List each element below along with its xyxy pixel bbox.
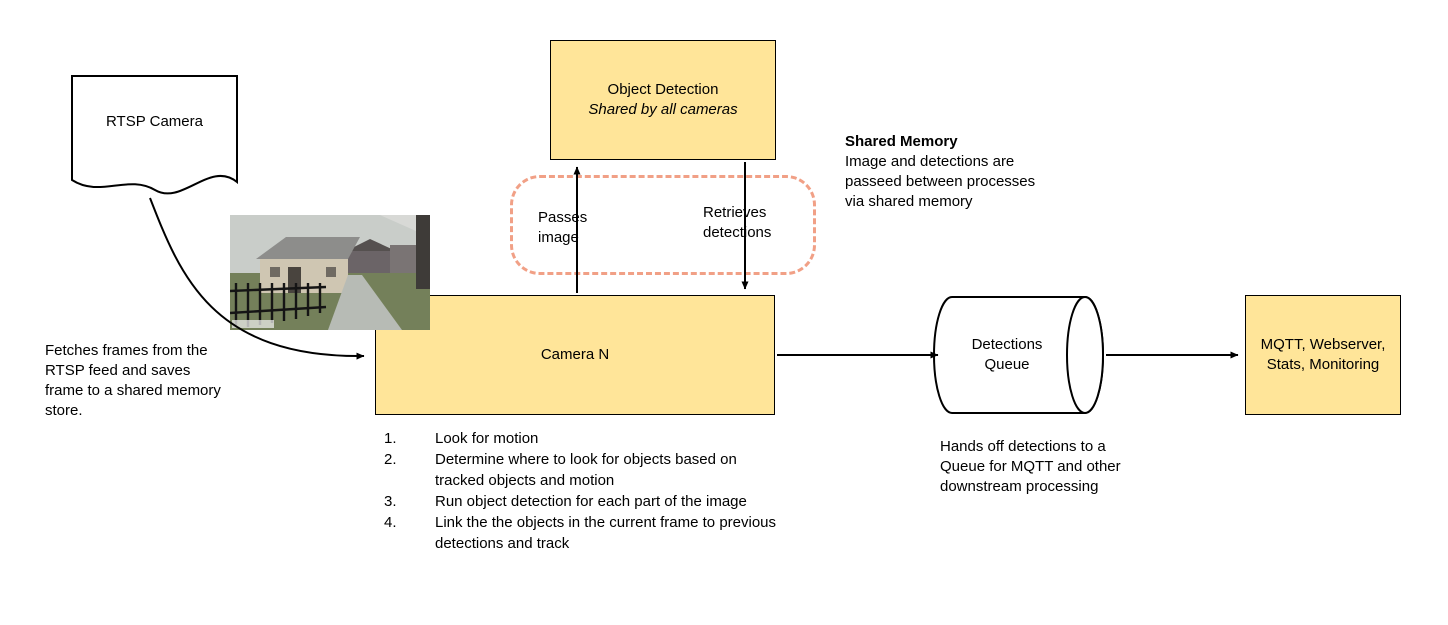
camera-step: Run object detection for each part of th… (384, 491, 747, 512)
detections-queue-label: Detections Queue (971, 336, 1043, 373)
camera-n-box: Camera N (375, 295, 775, 415)
object-detection-box: Object Detection Shared by all cameras (550, 40, 776, 160)
shared-memory-dashed-region (510, 175, 816, 275)
photo-background-house-2 (390, 245, 420, 275)
outputs-box: MQTT, Webserver, Stats, Monitoring (1245, 295, 1401, 415)
passes-image-label: Passes image (538, 209, 588, 246)
photo-porch-column (416, 215, 430, 289)
shared-memory-note-title: Shared Memory (845, 133, 958, 150)
fetch-frames-note: Fetches frames from the RTSP feed and sa… (45, 342, 221, 420)
camera-step: Determine where to look for objects base… (384, 449, 737, 489)
photo-house-window (270, 267, 280, 277)
photo-background-house (348, 249, 394, 275)
camera-step: Look for motion (384, 428, 539, 449)
outputs-label: MQTT, Webserver, Stats, Monitoring (1260, 336, 1386, 373)
photo-house-window-2 (326, 267, 336, 277)
object-detection-title: Object Detection (607, 81, 719, 99)
camera-steps-list: Look for motion Determine where to look … (378, 428, 786, 554)
rtsp-camera-label: RTSP Camera (106, 113, 203, 130)
queue-handoff-note: Hands off detections to a Queue for MQTT… (940, 438, 1121, 496)
photo-porch-rail (380, 215, 416, 231)
shared-memory-note: Shared Memory Image and detections are p… (845, 132, 1057, 212)
object-detection-subtitle: Shared by all cameras (588, 101, 738, 118)
photo-timestamp-strip (232, 320, 274, 328)
camera-snapshot-image (230, 215, 430, 330)
shared-memory-note-body: Image and detections are passeed between… (845, 153, 1036, 211)
rtsp-camera-document-shape (71, 75, 238, 195)
camera-step: Link the the objects in the current fram… (384, 512, 777, 552)
camera-n-label: Camera N (540, 346, 610, 364)
retrieves-detections-label: Retrieves detections (703, 204, 772, 241)
detections-queue-cylinder (933, 296, 1104, 414)
